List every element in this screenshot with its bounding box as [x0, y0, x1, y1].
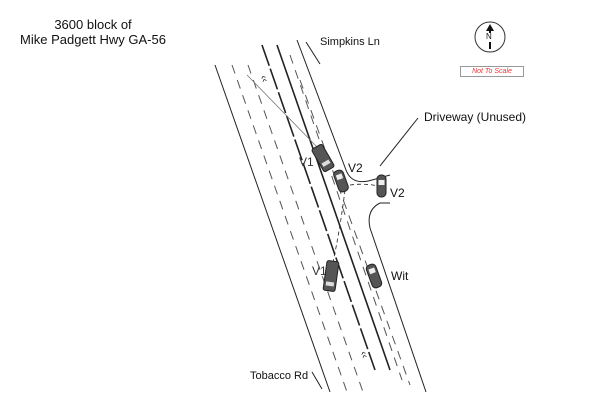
center-line — [261, 44, 376, 371]
vehicle-v1-rest — [322, 260, 340, 292]
lane-line — [231, 64, 348, 393]
v2-post-impact-path — [349, 183, 379, 187]
street-label-south: Tobacco Rd — [250, 370, 309, 382]
lane-line — [299, 79, 411, 386]
v1-impact-label: V1 — [299, 155, 314, 169]
tobacco-rd-marker — [311, 371, 323, 390]
skid-mark-icon: ‹‹ — [357, 350, 370, 360]
v1-path — [246, 74, 319, 149]
vehicle-witness — [365, 263, 383, 289]
road-edge-left — [214, 64, 331, 393]
lane-line — [289, 54, 403, 381]
not-to-scale-note: Not To Scale — [460, 66, 524, 77]
title-line-1: 3600 block of — [54, 17, 132, 32]
title-line-2: Mike Padgett Hwy GA-56 — [20, 32, 166, 47]
location-title: 3600 block of Mike Padgett Hwy GA-56 — [8, 17, 178, 47]
simpkins-ln-marker — [305, 41, 321, 65]
road-edge-right-south — [368, 202, 427, 393]
compass-letter: N — [486, 32, 492, 41]
north-compass — [474, 21, 506, 53]
street-label-north: Simpkins Ln — [320, 36, 380, 48]
vehicles — [311, 143, 387, 292]
driveway-label: Driveway (Unused) — [424, 110, 527, 124]
driveway-leader — [379, 117, 419, 167]
vehicle-v1-impact — [311, 143, 335, 173]
v2-impact-label: V2 — [348, 161, 363, 175]
center-line — [276, 44, 391, 371]
north-arrow-icon — [486, 24, 494, 31]
v1-post-impact-path — [332, 189, 346, 263]
lane-line — [247, 64, 364, 393]
witness-label: Wit — [391, 269, 409, 283]
v2-rest-label: V2 — [390, 186, 405, 200]
road-edge-right-north — [296, 39, 391, 183]
vehicle-v2-rest — [376, 174, 387, 198]
v1-rest-label: V1 — [312, 264, 327, 278]
vehicle-v2-impact — [333, 169, 349, 193]
skid-mark-icon: ‹‹ — [257, 74, 270, 84]
